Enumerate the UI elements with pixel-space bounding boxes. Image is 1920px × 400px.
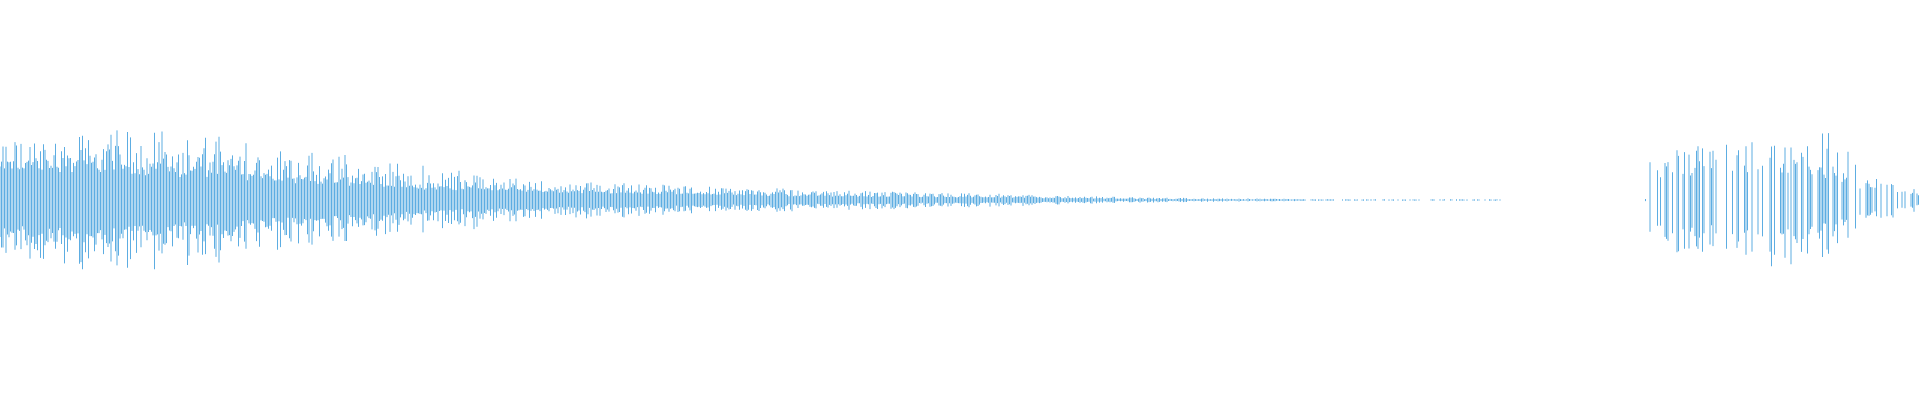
waveform-bars (0, 130, 1919, 270)
